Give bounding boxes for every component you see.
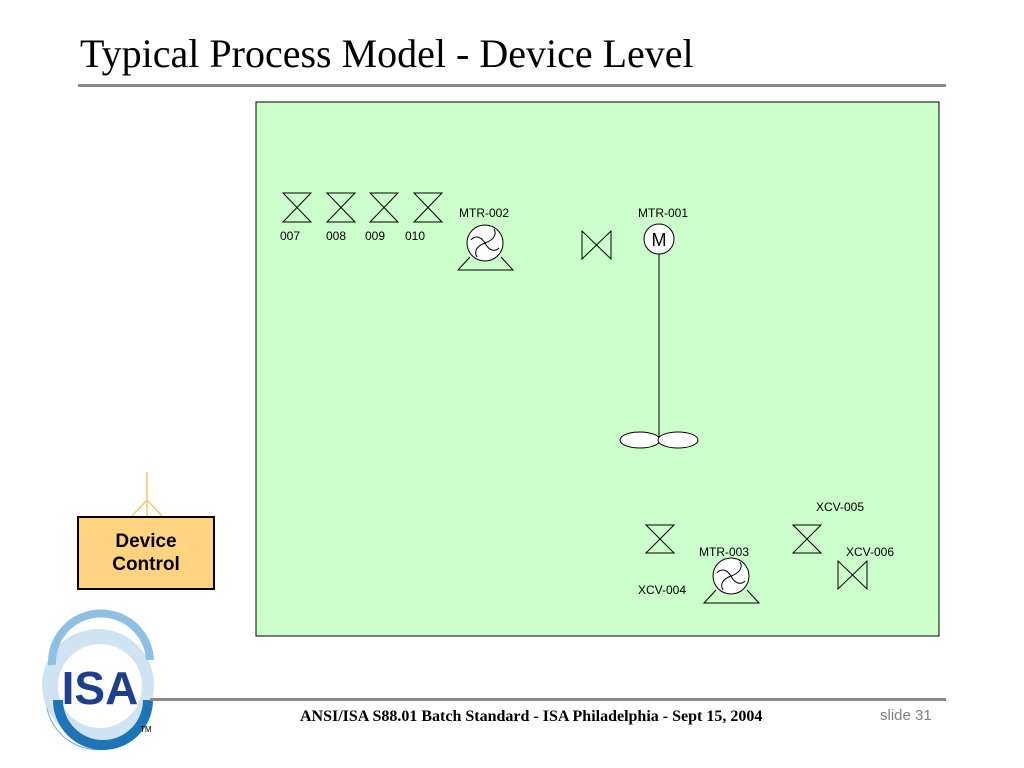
valve-icon-xcv-006 xyxy=(837,559,868,591)
title-divider xyxy=(78,84,946,87)
valve-icon-inlet xyxy=(581,229,612,261)
valve-label-xcv-006: XCV-006 xyxy=(846,545,894,559)
device-control-line-2: Control xyxy=(112,554,180,575)
valve-icon-xcv-004 xyxy=(644,524,676,554)
valve-icon-xcv-005 xyxy=(791,524,823,554)
valve-icon-010 xyxy=(412,192,444,223)
isa-logo: ISA TM xyxy=(42,609,154,751)
motor-label-mtr-002: MTR-002 xyxy=(459,206,509,220)
device-control-box: Device Control xyxy=(77,516,215,590)
device-control-line-1: Device xyxy=(115,531,177,552)
valve-label-xcv-005: XCV-005 xyxy=(816,500,864,514)
pump-icon-mtr-003 xyxy=(702,557,761,604)
pump-icon-mtr-002 xyxy=(456,224,515,271)
valve-label-007: 007 xyxy=(280,229,300,243)
process-cell-area xyxy=(255,101,940,637)
valve-label-008: 008 xyxy=(326,229,346,243)
agitator-motor-icon xyxy=(619,223,699,449)
footer-divider xyxy=(150,698,946,701)
hierarchy-connector xyxy=(131,472,163,517)
trademark-mark: TM xyxy=(140,725,152,734)
valve-label-009: 009 xyxy=(365,229,385,243)
page-title: Typical Process Model - Device Level xyxy=(80,31,694,76)
valve-icon-007 xyxy=(281,192,313,223)
isa-logo-text: ISA xyxy=(62,662,139,714)
valve-icon-009 xyxy=(368,192,400,223)
motor-label-mtr-001: MTR-001 xyxy=(638,206,688,220)
valve-label-xcv-004: XCV-004 xyxy=(638,583,686,597)
footer-text: ANSI/ISA S88.01 Batch Standard - ISA Phi… xyxy=(300,708,763,725)
valve-icon-008 xyxy=(325,192,357,223)
motor-label-mtr-003: MTR-003 xyxy=(699,545,749,559)
slide-number: slide 31 xyxy=(880,707,932,724)
motor-symbol-m: M xyxy=(652,230,667,250)
valve-label-010: 010 xyxy=(405,229,425,243)
